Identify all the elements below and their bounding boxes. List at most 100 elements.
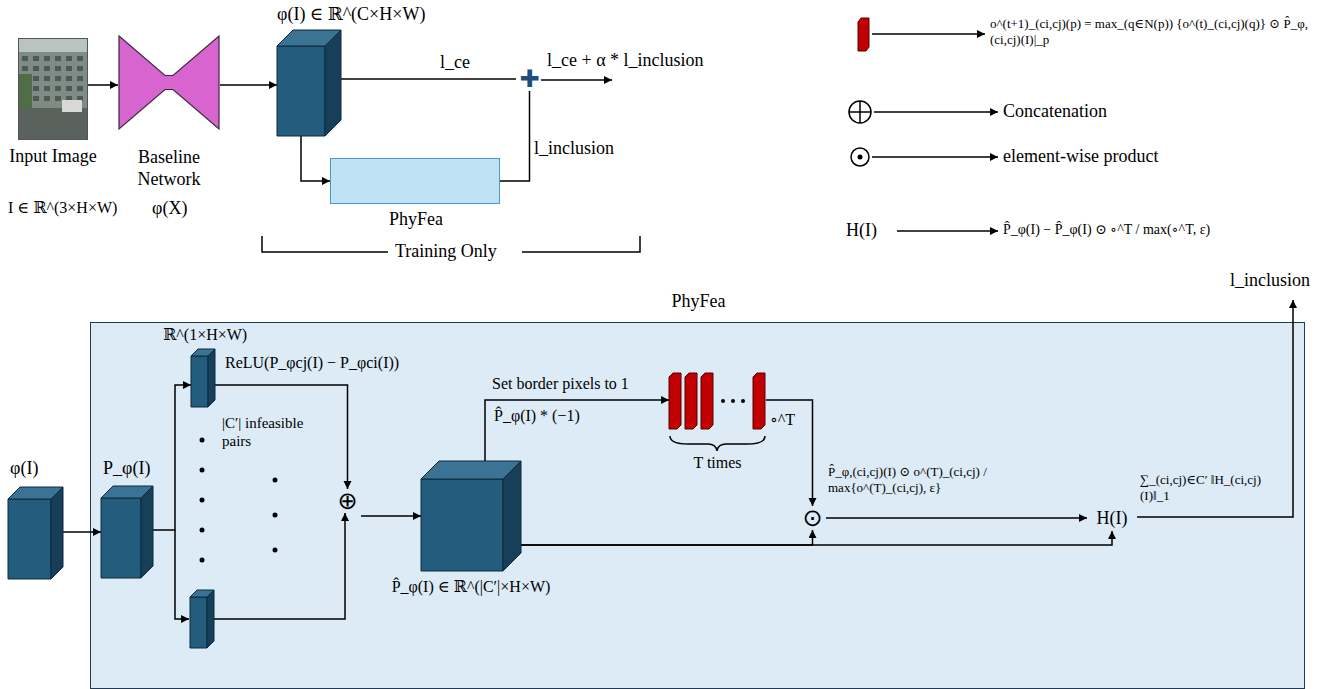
drawing-polyline — [214, 513, 345, 619]
photo-window — [66, 86, 72, 91]
red-blocks — [669, 373, 766, 429]
legend-text: element-wise product — [1003, 146, 1158, 168]
photo-window — [55, 66, 61, 71]
step-block — [753, 373, 765, 429]
drawing-circle — [273, 478, 278, 483]
photo-car — [62, 100, 82, 112]
connector — [215, 385, 348, 489]
feature-tensor: φ(I) — [8, 487, 63, 579]
photo-window — [33, 76, 39, 81]
drawing-circle — [200, 468, 205, 473]
symbol-glyph: ⊕ — [337, 489, 357, 513]
node-label: Baseline Network — [113, 147, 225, 190]
step-dot — [731, 399, 735, 403]
connector — [521, 530, 813, 545]
photo-window — [44, 66, 50, 71]
cube-front — [421, 479, 503, 571]
annotation: ∑_(ci,cj)∈C′ ‖H_(ci,cj)(I)‖_1 — [1140, 472, 1288, 503]
photo-window — [66, 76, 72, 81]
edge-label: P̂_φ,(ci,cj)(I) ⊙ o^(T)_(ci,cj) / max{o^… — [828, 464, 1080, 495]
drawing-line — [872, 156, 998, 158]
photo-window — [55, 96, 61, 101]
cube-front — [191, 356, 208, 407]
annotation: I ∈ ℝ^(3×H×W) — [8, 198, 117, 217]
drawing-polygon — [207, 590, 214, 648]
photo-window — [66, 56, 72, 61]
photo-window — [44, 76, 50, 81]
cube-side — [503, 461, 521, 571]
network-body — [119, 36, 219, 129]
drawing-circle — [273, 548, 278, 553]
node-label: ℝ^(1×H×W) — [163, 325, 247, 344]
annotation: Set border pixels to 1 — [492, 374, 629, 393]
connector — [361, 515, 421, 517]
cube-shape — [421, 461, 521, 571]
cube-shape — [277, 30, 341, 136]
drawing-polyline — [1137, 300, 1293, 517]
prediction-tensor: P_φ(I) — [101, 486, 153, 578]
photo-window — [33, 96, 39, 101]
node-label: H(I) — [1097, 505, 1128, 531]
photo-sky — [18, 38, 88, 140]
photo-window — [77, 76, 83, 81]
photo-window — [55, 86, 61, 91]
product-symbol: ⊙ — [799, 506, 826, 530]
drawing-line — [541, 79, 612, 81]
annotation: Training Only — [395, 241, 497, 263]
edge-label: l_inclusion — [534, 138, 614, 160]
iteration-brace — [670, 436, 765, 451]
cube-shape — [191, 349, 215, 407]
node-label: ReLU(P_φcj(I) − P_φci(I)) — [225, 353, 399, 372]
photo-window — [33, 56, 39, 61]
drawing-path — [670, 436, 765, 451]
annotation: l_inclusion — [1230, 270, 1310, 292]
concat-symbol: ⊕ — [334, 489, 361, 513]
drawing-polygon — [190, 597, 207, 648]
drawing-line — [872, 33, 985, 35]
step-dot — [741, 399, 745, 403]
drawing-circle — [851, 148, 869, 166]
cube-front — [8, 499, 51, 579]
legend-text: Concatenation — [1003, 101, 1107, 123]
connector — [301, 136, 330, 181]
second-pair-cube — [190, 590, 214, 648]
edge-label: P̂_φ(I) * (−1) — [494, 406, 580, 425]
morphology-steps: T times — [669, 373, 766, 429]
drawing-circle — [273, 513, 278, 518]
cube-front — [101, 498, 141, 578]
street-photo — [18, 38, 88, 140]
node-label: T times — [669, 453, 766, 472]
photo-window — [66, 66, 72, 71]
connector — [88, 84, 118, 86]
node-label: φ(I) — [10, 458, 38, 480]
inclusion-output-wire — [1137, 300, 1293, 517]
photo-road — [18, 108, 88, 140]
drawing-circle — [200, 528, 205, 533]
photo-frame — [19, 39, 88, 140]
drawing-circle — [200, 438, 205, 443]
step-dot — [721, 399, 725, 403]
annotation: l_ce + α * l_inclusion — [547, 50, 704, 72]
connector — [63, 531, 101, 533]
photo-window — [55, 56, 61, 61]
photo-window — [77, 66, 83, 71]
step-block — [701, 373, 713, 429]
node-label: Input Image — [8, 146, 98, 168]
connector — [826, 517, 1087, 519]
edge-label: ∘^T — [770, 410, 795, 429]
photo-window — [22, 56, 28, 61]
photo-window — [44, 96, 50, 101]
photo-window — [44, 56, 50, 61]
input-image: Input Image — [18, 38, 88, 140]
bowtie-shape — [118, 35, 220, 130]
photo-window — [22, 66, 28, 71]
drawing-polyline — [522, 236, 640, 252]
drawing-polyline — [175, 530, 189, 619]
output-arrow — [541, 79, 612, 81]
legend-samples — [849, 18, 998, 231]
connector — [766, 400, 813, 506]
connector — [521, 531, 1112, 545]
ellipsis-dots — [200, 438, 278, 563]
cube-shape — [101, 486, 153, 578]
drawing-polygon — [858, 18, 869, 51]
